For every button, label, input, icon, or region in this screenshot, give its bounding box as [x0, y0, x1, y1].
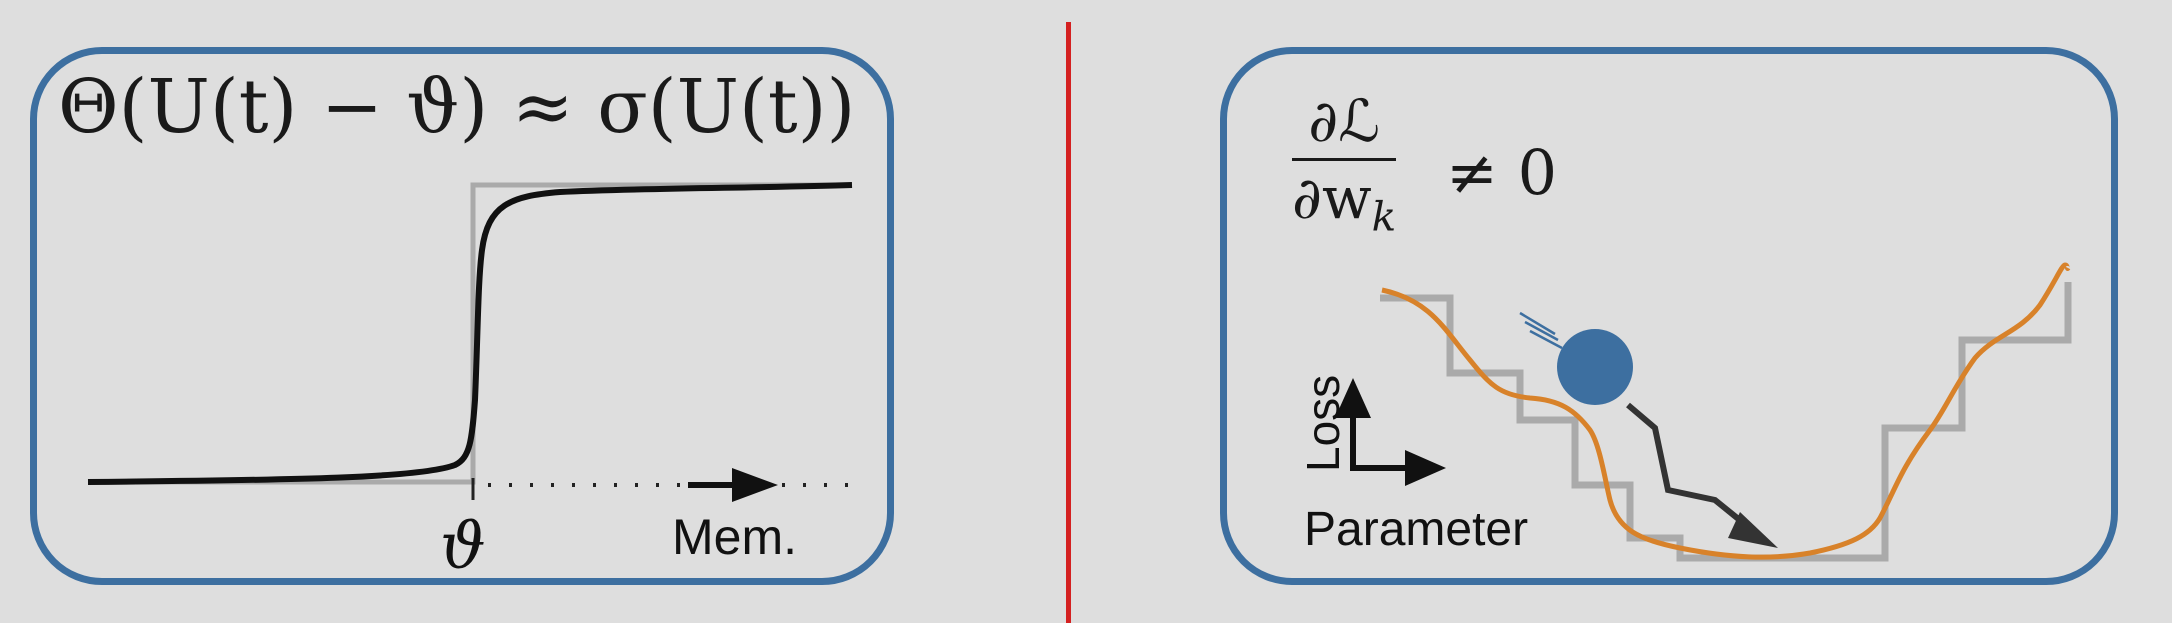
fraction-denominator: ∂wk [1292, 169, 1396, 237]
loss-curve [1381, 262, 2071, 560]
loss-axis-label: Loss [1297, 374, 1349, 472]
left-panel [30, 47, 894, 585]
membrane-arrow-head [732, 468, 778, 502]
threshold-label: ϑ [440, 510, 486, 584]
quantized-staircase [1380, 282, 2072, 562]
loss-axis-head [1335, 378, 1371, 418]
sigmoid-curve [87, 182, 853, 485]
center-divider [1066, 22, 1071, 623]
denominator-text: ∂w [1292, 164, 1372, 232]
nonzero-expression: ≠ 0 [1446, 136, 1558, 209]
motion-lines [1519, 311, 1563, 350]
parameter-axis-head [1405, 450, 1446, 486]
denominator-subscript: k [1371, 192, 1397, 241]
fraction-numerator: ∂ℒ [1308, 87, 1380, 155]
ball [1557, 329, 1633, 405]
surrogate-equation: Θ(U(t) − ϑ) ≈ σ(U(t)) [58, 64, 856, 150]
right-panel [1220, 47, 2118, 585]
descent-arrow-head [1728, 512, 1778, 548]
membrane-axis-label: Mem. [672, 509, 797, 565]
parameter-axis-label: Parameter [1304, 503, 1529, 556]
fraction-bar [1292, 158, 1397, 161]
gradient-fraction: ∂ℒ ∂wk [1292, 87, 1397, 237]
descent-path [1626, 402, 1754, 533]
